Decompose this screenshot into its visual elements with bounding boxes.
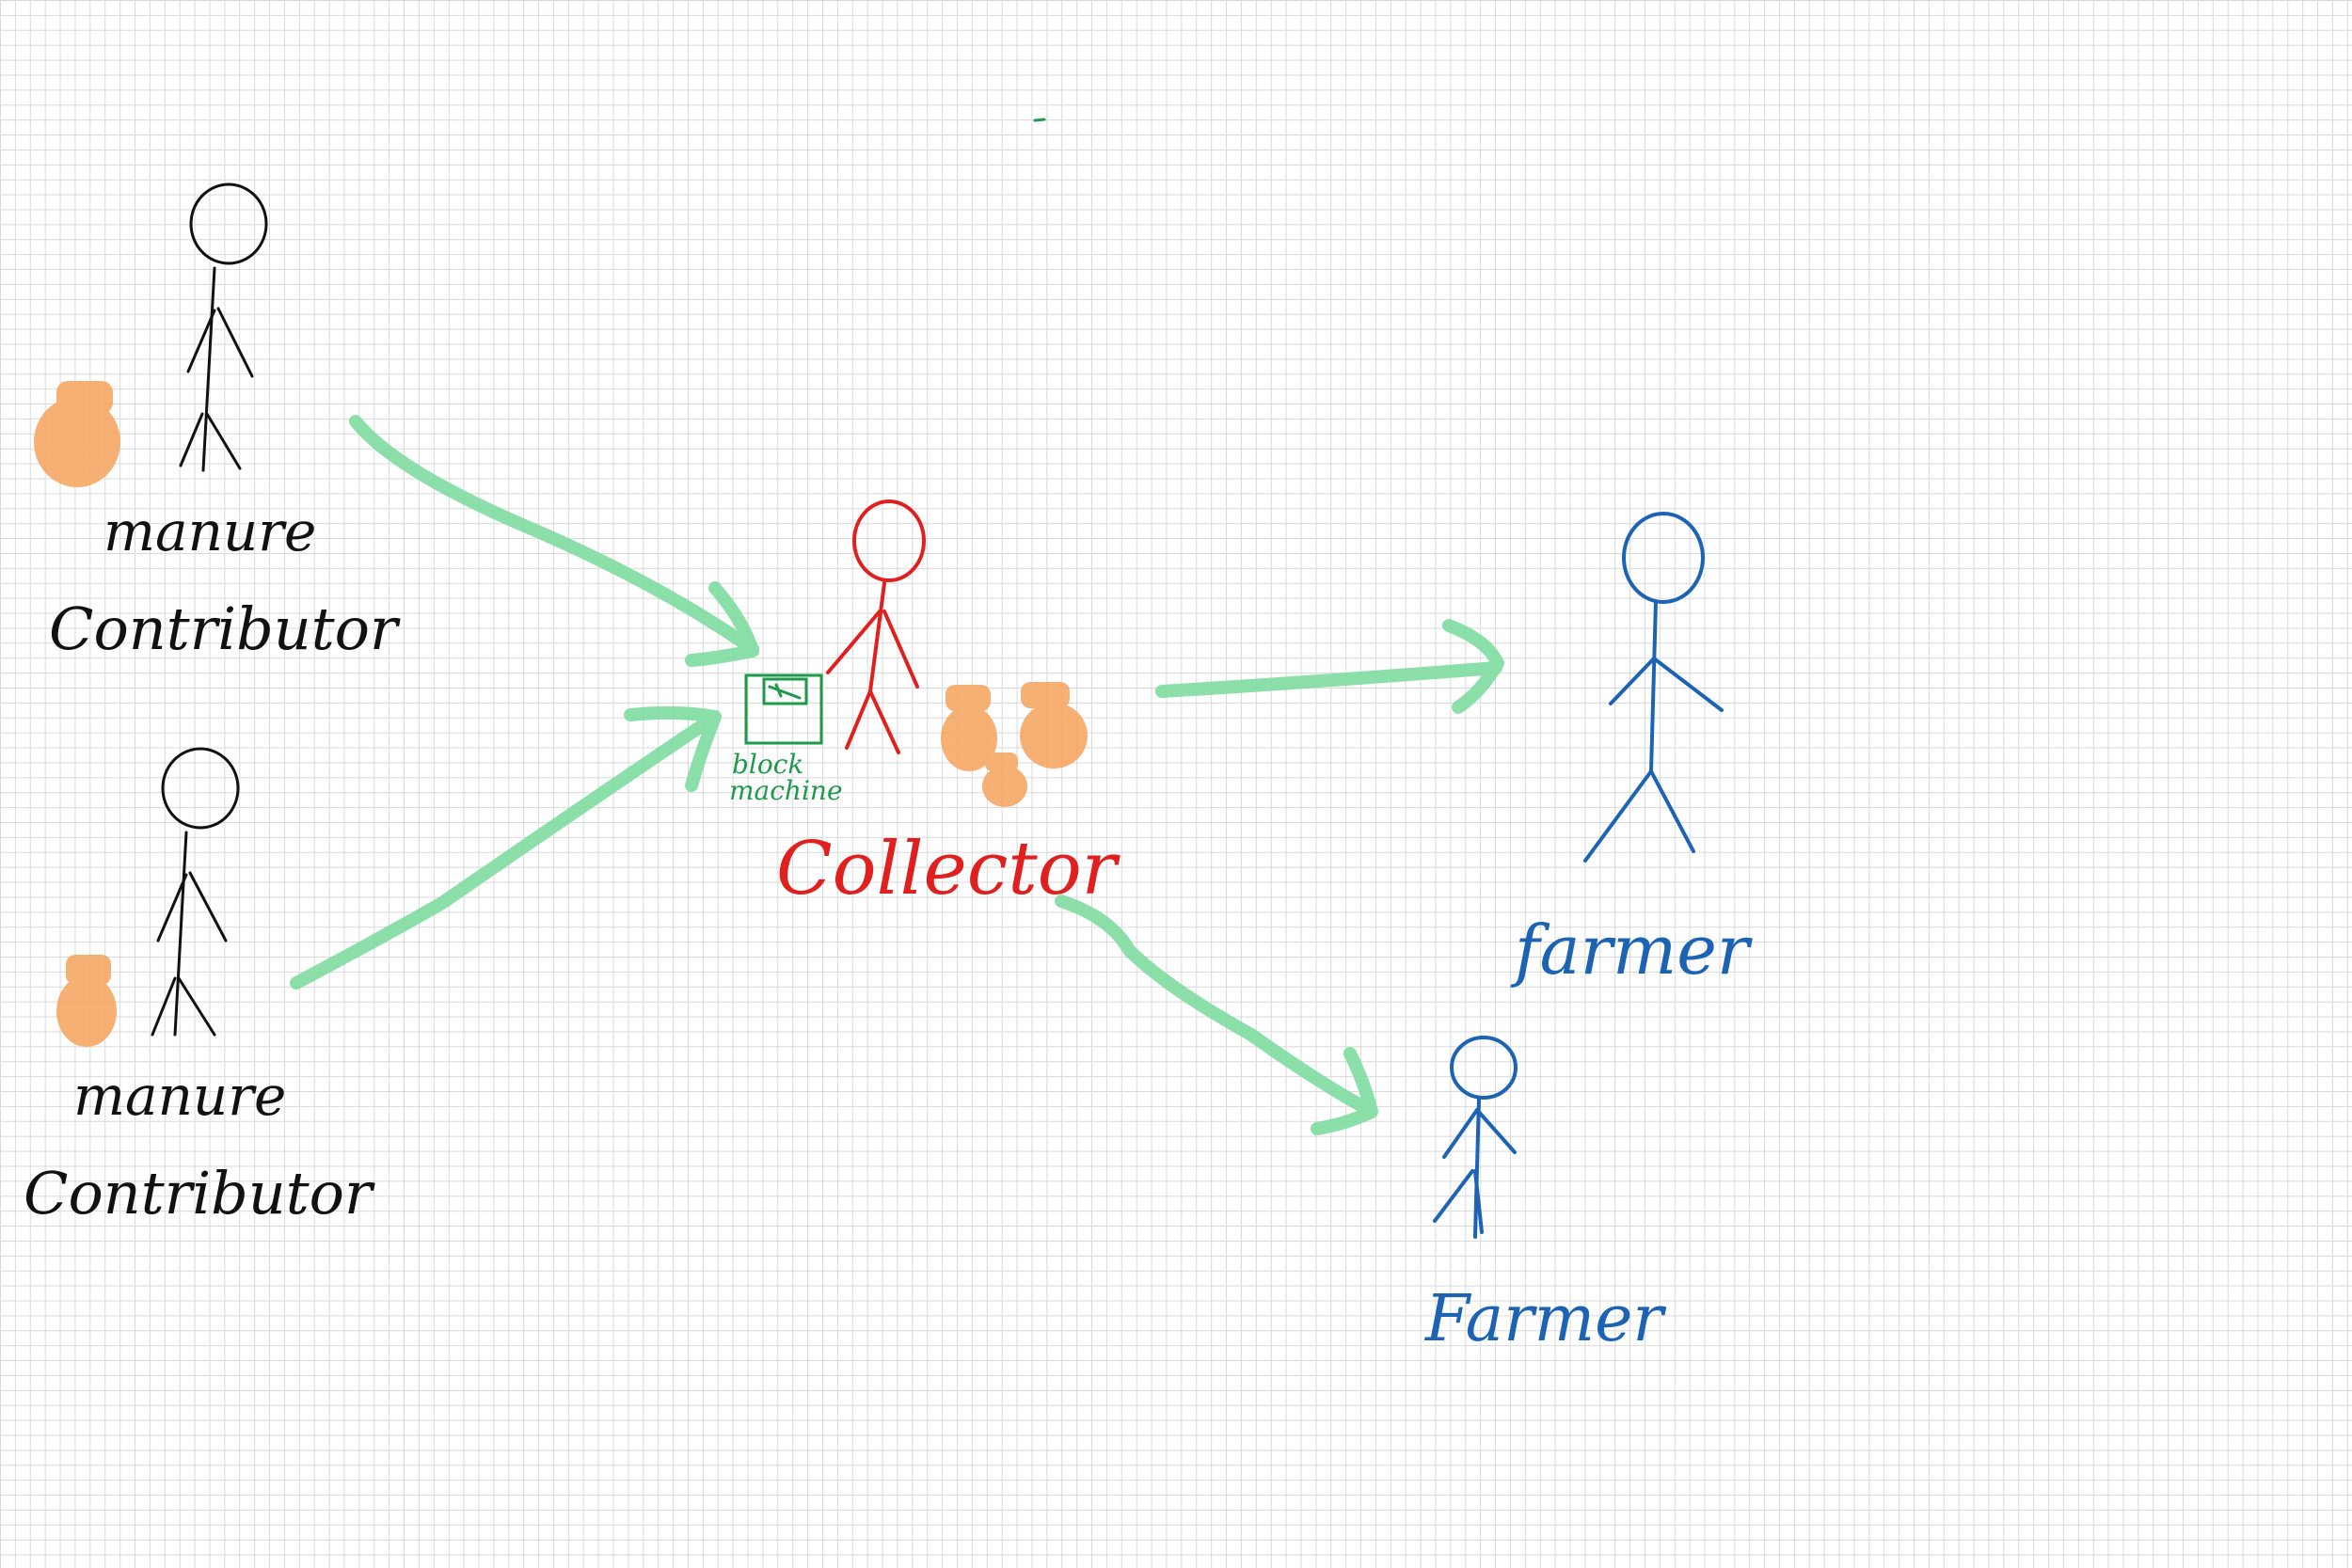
contributor-top-label-line1: manure xyxy=(103,499,316,563)
manure-bag-icon xyxy=(1020,682,1088,768)
contributor-top: manure Contributor xyxy=(34,182,401,663)
stick-figure-icon xyxy=(151,747,240,1037)
manure-bag-icon xyxy=(34,381,120,487)
collector: block machine Collector xyxy=(729,499,1121,911)
machine-label-line2: machine xyxy=(729,775,843,806)
manure-bag-icon xyxy=(941,685,997,771)
contributor-bottom-label-line2: Contributor xyxy=(24,1159,375,1227)
contributor-top-label-line2: Contributor xyxy=(49,594,401,663)
farmer-top: farmer xyxy=(1510,512,1753,990)
farmer-bottom: Farmer xyxy=(1423,1036,1666,1356)
arrow-collector-to-farmer-bottom xyxy=(1055,895,1378,1135)
farmer-bottom-label: Farmer xyxy=(1423,1282,1666,1356)
farmer-top-label: farmer xyxy=(1510,911,1753,990)
contributor-bottom: manure Contributor xyxy=(24,747,375,1227)
manure-bags xyxy=(941,682,1088,807)
stick-figure-icon xyxy=(179,182,268,472)
stick-figure-icon xyxy=(826,499,926,754)
manure-bag-icon xyxy=(982,752,1027,807)
block-machine-icon xyxy=(744,673,823,745)
collector-label: Collector xyxy=(776,827,1121,911)
arrow-contributor-bottom-to-collector xyxy=(290,705,722,990)
flow-arrows xyxy=(290,415,1504,1135)
manure-bag-icon xyxy=(56,955,117,1047)
arrow-contributor-top-to-collector xyxy=(349,415,759,667)
stick-figure-icon xyxy=(1583,512,1724,863)
contributor-bottom-label-line1: manure xyxy=(73,1064,286,1128)
machine-label-line1: block xyxy=(732,749,803,780)
stick-figure-icon xyxy=(1433,1036,1518,1239)
arrow-collector-to-farmer-top xyxy=(1155,619,1504,714)
stray-pen-mark xyxy=(1033,118,1046,122)
